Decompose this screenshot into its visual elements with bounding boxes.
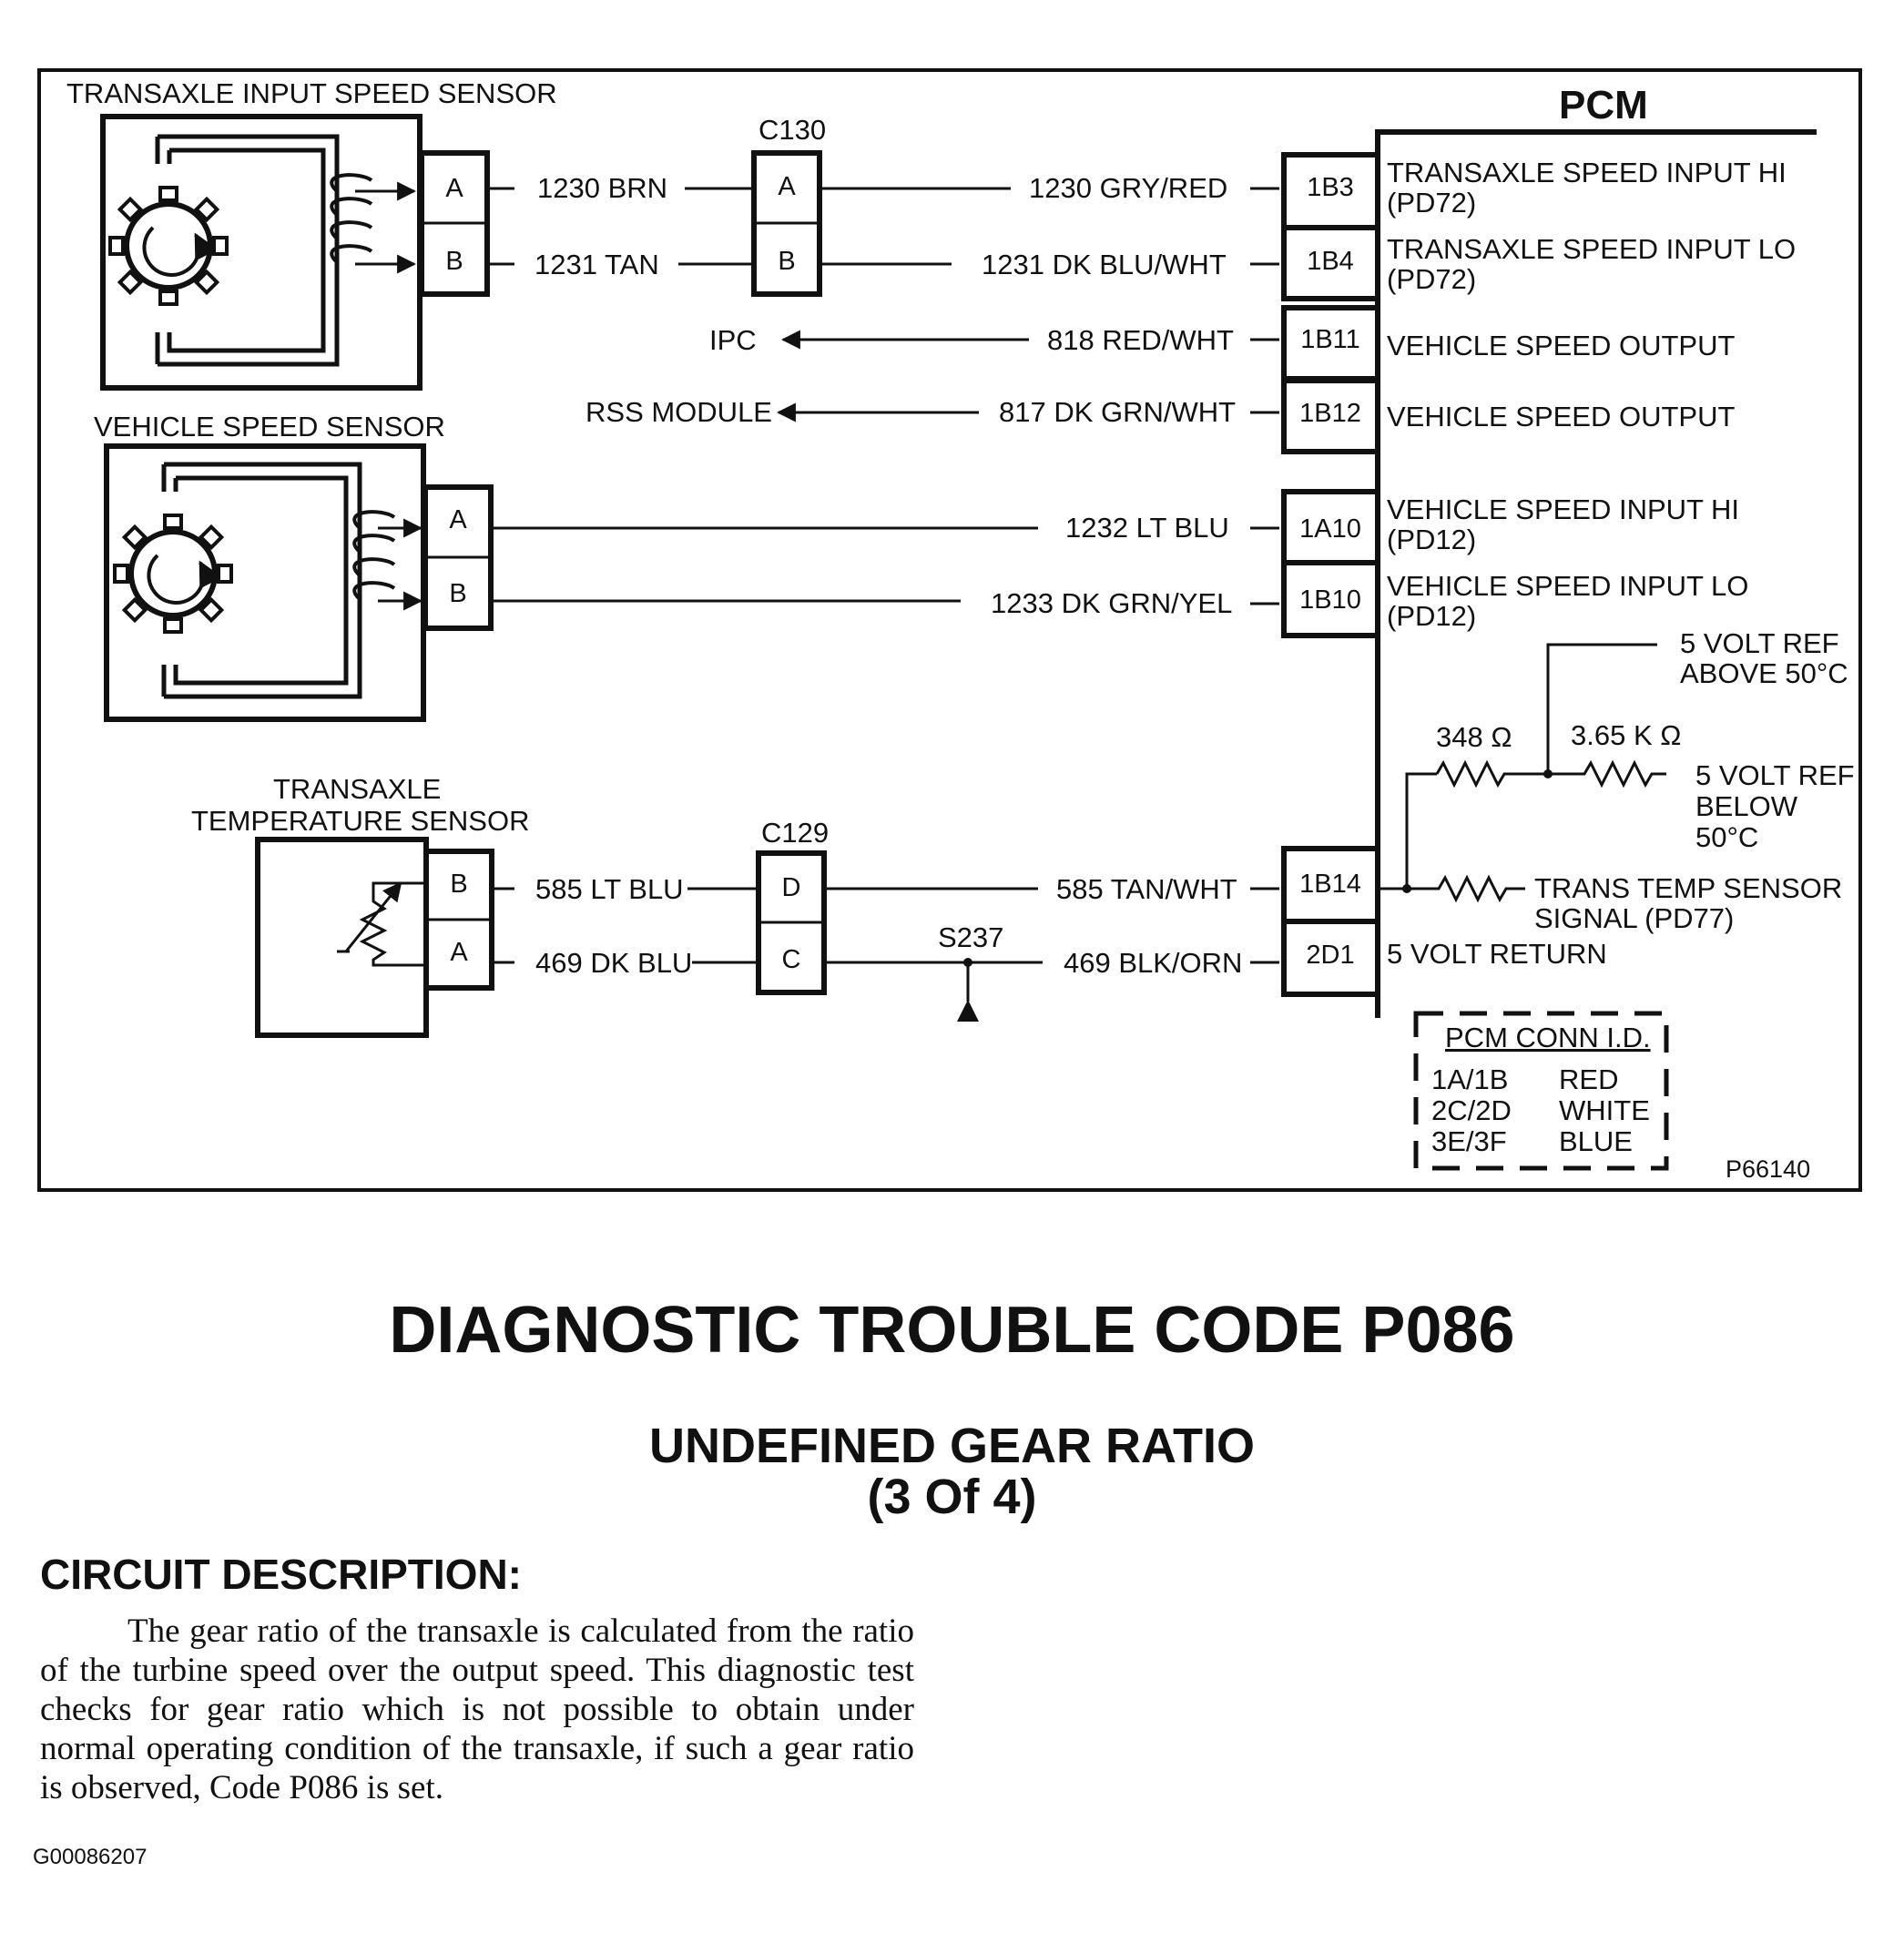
vss-reluctor-wheel-icon — [113, 514, 233, 634]
c130-pin-a: A — [778, 172, 796, 201]
tiss-wires — [487, 187, 1279, 266]
pcm-desc-6: (PD12) — [1387, 524, 1476, 555]
tiss-label: TRANSAXLE INPUT SPEED SENSOR — [66, 77, 557, 109]
pcm-desc-out-2: VEHICLE SPEED OUTPUT — [1387, 401, 1735, 432]
tiss-pin-a: A — [445, 174, 463, 203]
tts-label-line2: TEMPERATURE SENSOR — [191, 805, 529, 837]
conn-id-row2-color: WHITE — [1559, 1094, 1650, 1126]
ref-below-1: 5 VOLT REF — [1695, 759, 1855, 791]
wiring-diagram: TRANSAXLE INPUT SPEED SENSOR A B C130 A … — [37, 68, 1862, 1192]
vss-pin-b: B — [449, 579, 466, 608]
pcm-boundary — [1375, 129, 1817, 1018]
tiss-coil-icon — [330, 173, 417, 274]
pcm-pin-blocks — [1281, 152, 1380, 997]
c129-label: C129 — [761, 817, 829, 849]
tiss-sensor-body — [100, 114, 423, 391]
ref-above-1: 5 VOLT REF — [1680, 627, 1839, 659]
tts-sensor-body — [255, 837, 429, 1038]
conn-id-row3-conn: 3E/3F — [1431, 1125, 1507, 1157]
pcm-conn-id-legend: PCM CONN I.D. 1A/1B RED 2C/2D WHITE 3E/3… — [1413, 1011, 1669, 1171]
dest-ipc: IPC — [709, 324, 757, 356]
section-heading: CIRCUIT DESCRIPTION: — [40, 1551, 522, 1598]
document-id: G00086207 — [33, 1845, 148, 1869]
temp-signal-1: TRANS TEMP SENSOR — [1534, 872, 1842, 904]
dtc-title: DIAGNOSTIC TROUBLE CODE P086 — [389, 1294, 1515, 1367]
dtc-subtitle: UNDEFINED GEAR RATIO (3 Of 4) — [0, 1420, 1904, 1522]
ref-below-3: 50°C — [1695, 821, 1758, 853]
pcm-desc-4: (PD72) — [1387, 263, 1476, 295]
pcm-pin-1b4: 1B4 — [1307, 247, 1354, 276]
conn-id-title: PCM CONN I.D. — [1445, 1022, 1651, 1053]
pcm-desc-9: 5 VOLT RETURN — [1387, 938, 1607, 970]
tts-pin-a: A — [450, 938, 468, 967]
pcm-resistor-network — [1378, 643, 1666, 903]
c129-pin-d: D — [782, 873, 801, 902]
dtc-subtitle-line1: UNDEFINED GEAR RATIO — [648, 1419, 1255, 1473]
diagram-frame — [37, 68, 1862, 1192]
wire-1231-dk-blu-wht: 1231 DK BLU/WHT — [982, 249, 1227, 280]
conn-id-row1-color: RED — [1559, 1063, 1618, 1095]
dest-rss-module: RSS MODULE — [585, 396, 772, 428]
wire-585-tan-wht: 585 TAN/WHT — [1056, 873, 1237, 905]
splice-s237-label: S237 — [938, 921, 1003, 953]
wire-817-dk-grn-wht: 817 DK GRN/WHT — [999, 396, 1236, 428]
resistor-3-65k-label: 3.65 K Ω — [1571, 719, 1681, 751]
wire-469-blk-orn: 469 BLK/ORN — [1064, 947, 1242, 979]
vss-pin-a: A — [449, 505, 467, 534]
pcm-desc-out-1: VEHICLE SPEED OUTPUT — [1387, 330, 1735, 361]
pcm-desc-3: TRANSAXLE SPEED INPUT LO — [1387, 233, 1796, 265]
wire-818-red-wht: 818 RED/WHT — [1047, 324, 1234, 356]
ref-above-2: ABOVE 50°C — [1680, 657, 1848, 689]
conn-id-row2-conn: 2C/2D — [1431, 1094, 1512, 1126]
pcm-pin-1b12: 1B12 — [1299, 399, 1361, 428]
pcm-title: PCM — [1559, 83, 1648, 127]
pcm-desc-1: TRANSAXLE SPEED INPUT HI — [1387, 157, 1787, 188]
tts-label-line1: TRANSAXLE — [273, 773, 441, 805]
pcm-desc-8: (PD12) — [1387, 600, 1476, 632]
tts-pin-b: B — [450, 870, 467, 899]
c130-pin-b: B — [778, 247, 795, 276]
pcm-desc-5: VEHICLE SPEED INPUT HI — [1387, 493, 1739, 525]
pcm-pin-1a10: 1A10 — [1299, 514, 1361, 544]
pcm-desc-7: VEHICLE SPEED INPUT LO — [1387, 570, 1748, 602]
conn-id-row1-conn: 1A/1B — [1431, 1063, 1508, 1095]
resistor-348-label: 348 Ω — [1436, 721, 1512, 753]
pcm-pin-1b14: 1B14 — [1299, 870, 1361, 899]
wire-469-dk-blu: 469 DK BLU — [535, 947, 692, 979]
tiss-pin-b: B — [445, 247, 463, 276]
wire-1230-brn: 1230 BRN — [537, 172, 667, 204]
vss-label: VEHICLE SPEED SENSOR — [94, 411, 445, 443]
c130-label: C130 — [759, 114, 826, 146]
pcm-pin-1b11: 1B11 — [1300, 325, 1360, 354]
ref-below-2: BELOW — [1695, 790, 1798, 822]
wire-1230-gry-red: 1230 GRY/RED — [1029, 172, 1227, 204]
thermistor-icon — [337, 881, 423, 967]
wire-585-lt-blu: 585 LT BLU — [535, 873, 684, 905]
pcm-pin-1b10: 1B10 — [1299, 585, 1361, 615]
tiss-reluctor-wheel-icon — [108, 186, 229, 306]
vss-sensor-body — [104, 443, 426, 722]
pcm-desc-2: (PD72) — [1387, 187, 1476, 219]
pcm-pin-1b3: 1B3 — [1307, 173, 1354, 202]
wire-1232-lt-blu: 1232 LT BLU — [1065, 512, 1229, 544]
wire-1231-tan: 1231 TAN — [535, 249, 659, 280]
dtc-subtitle-line2: (3 Of 4) — [867, 1470, 1037, 1524]
conn-id-row3-color: BLUE — [1559, 1125, 1633, 1157]
figure-id: P66140 — [1726, 1155, 1810, 1183]
pcm-pin-2d1: 2D1 — [1306, 941, 1354, 970]
splice-ground-icon — [957, 958, 979, 1022]
temp-signal-2: SIGNAL (PD77) — [1534, 902, 1734, 934]
c129-pin-c: C — [782, 945, 801, 974]
vss-coil-icon — [352, 510, 423, 611]
circuit-description: The gear ratio of the transaxle is calcu… — [40, 1613, 914, 1806]
wire-1233-dk-grn-yel: 1233 DK GRN/YEL — [991, 587, 1232, 619]
